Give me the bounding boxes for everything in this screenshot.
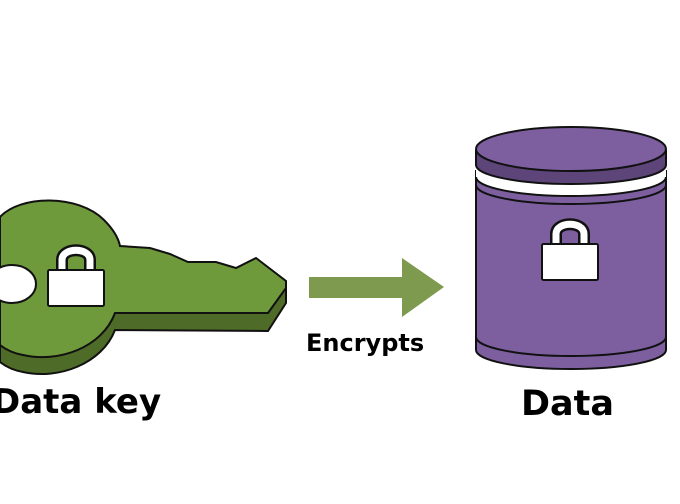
right-arrow-icon — [309, 258, 444, 317]
key-label: Data key — [0, 382, 162, 422]
key-icon — [0, 199, 287, 376]
arrow-label: Encrypts — [306, 329, 425, 357]
data-label: Data — [521, 384, 615, 424]
